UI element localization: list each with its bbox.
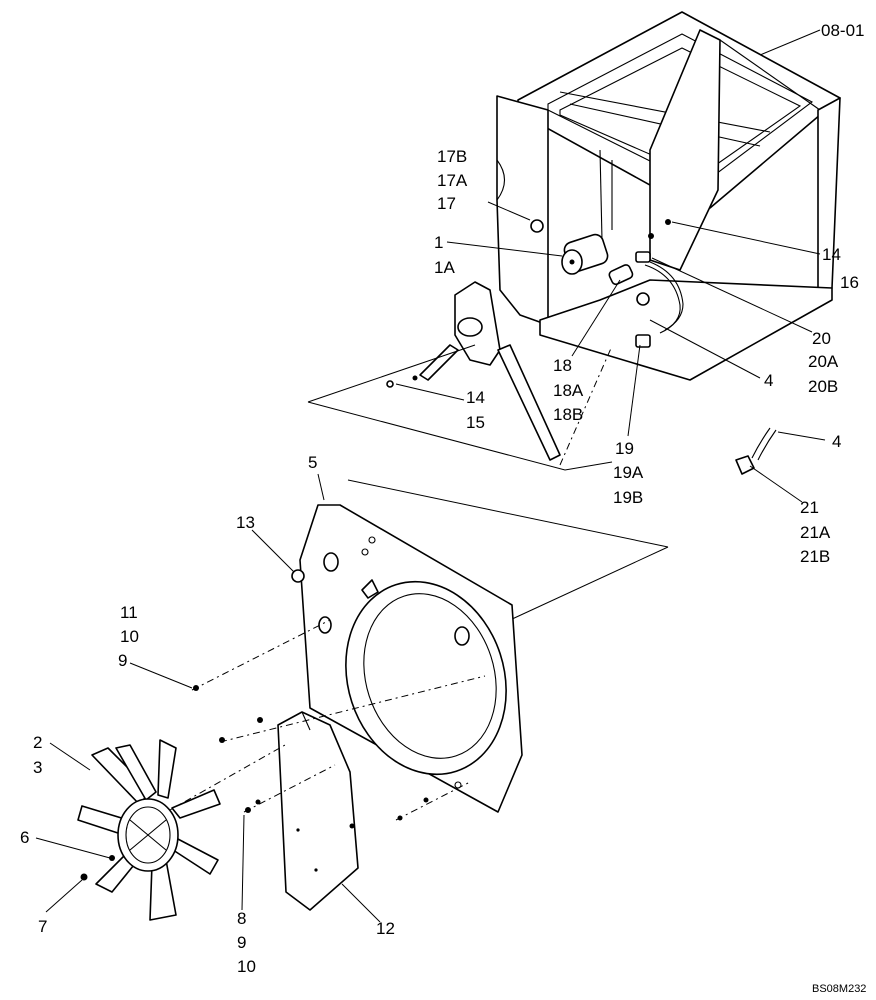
callout-4-lower: 4 — [832, 432, 841, 451]
callout-1: 1 — [434, 233, 443, 252]
callout-9-upper: 9 — [118, 651, 127, 670]
callout-18: 18 — [553, 356, 572, 375]
mounting-bracket — [419, 281, 561, 461]
lower-shroud-panel — [277, 711, 359, 911]
callout-4-upper: 4 — [764, 371, 773, 390]
callout-15: 15 — [466, 413, 485, 432]
leader-lines — [35, 29, 826, 923]
callout-2: 2 — [33, 733, 42, 752]
callout-11: 11 — [120, 603, 138, 622]
callout-21A: 21A — [800, 523, 831, 542]
callout-1A: 1A — [434, 258, 455, 277]
shroud-nut — [291, 569, 305, 583]
callout-14-left: 14 — [466, 388, 485, 407]
callout-20: 20 — [812, 329, 831, 348]
callout-16: 16 — [840, 273, 859, 292]
callout-5: 5 — [308, 453, 317, 472]
callout-12: 12 — [376, 919, 395, 938]
fan-motor — [561, 233, 634, 286]
callout-19: 19 — [615, 439, 634, 458]
callout-20B: 20B — [808, 377, 838, 396]
callout-18A: 18A — [553, 381, 584, 400]
callout-21B: 21B — [800, 547, 830, 566]
callout-17B: 17B — [437, 147, 467, 166]
callout-13: 13 — [236, 513, 255, 532]
callout-19A: 19A — [613, 463, 644, 482]
callout-6: 6 — [20, 828, 29, 847]
drawing-code: BS08M232 — [812, 983, 866, 995]
callout-20A: 20A — [808, 352, 839, 371]
callout-17: 17 — [437, 194, 456, 213]
fastener-centerlines — [169, 619, 486, 821]
callout-10-lower: 10 — [237, 957, 256, 976]
assembly-outline — [307, 344, 476, 403]
callout-labels: 08-01 17B 17A 17 1 1A 14 16 20 20A 20B 4… — [20, 21, 866, 995]
callout-7: 7 — [38, 917, 47, 936]
callout-3: 3 — [33, 758, 42, 777]
callout-17A: 17A — [437, 171, 468, 190]
radiator-support-frame — [496, 11, 841, 381]
callout-08-01: 08-01 — [821, 21, 864, 40]
callout-9-lower: 9 — [237, 933, 246, 952]
cooling-fan — [77, 739, 221, 921]
callout-8: 8 — [237, 909, 246, 928]
callout-10-upper: 10 — [120, 627, 139, 646]
fan-shroud — [299, 504, 523, 813]
callout-19B: 19B — [613, 488, 643, 507]
hydraulic-hoses — [635, 251, 777, 475]
callout-14-top: 14 — [822, 245, 841, 264]
callout-18B: 18B — [553, 405, 583, 424]
callout-21: 21 — [800, 498, 819, 517]
frame-hardware — [386, 219, 671, 388]
